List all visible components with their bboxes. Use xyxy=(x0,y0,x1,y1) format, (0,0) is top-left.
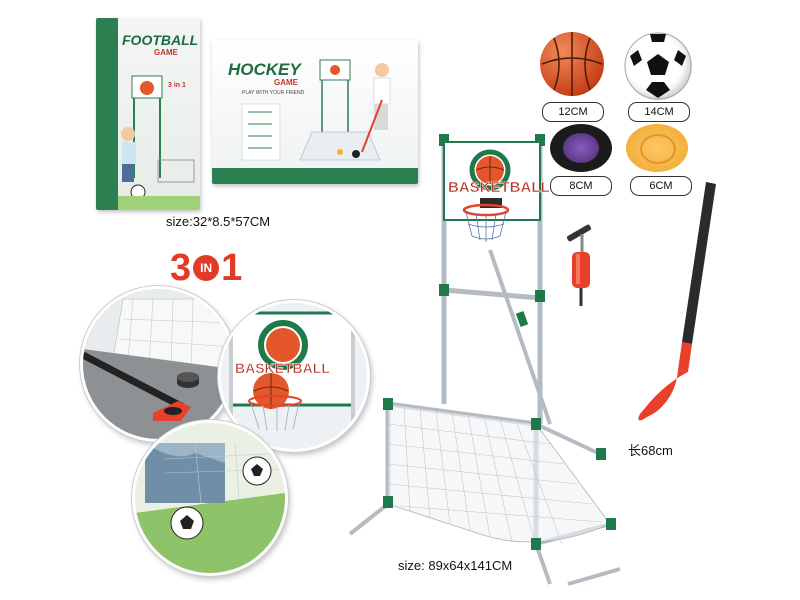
basketball-ball xyxy=(540,32,604,96)
football-title: FOOTBALL xyxy=(122,32,199,48)
backboard-title: BASKETBALL xyxy=(448,179,550,196)
puck-size-label: 8CM xyxy=(550,176,612,196)
hockey-package-illustration xyxy=(212,59,418,184)
hockey-title: HOCKEY xyxy=(228,60,301,79)
basketball-detail-illustration: BASKETBALL xyxy=(221,303,367,449)
hockey-puck-disc xyxy=(550,124,612,172)
football-subtitle: GAME xyxy=(154,48,178,57)
detail-backboard-text: BASKETBALL xyxy=(235,360,330,376)
package-side-panel xyxy=(96,18,118,210)
football-pattern xyxy=(624,32,692,100)
basketball-size-label: 12CM xyxy=(542,102,604,122)
set-size-text: size: 89x64x141CM xyxy=(398,558,513,573)
football-size-label: 14CM xyxy=(628,102,690,122)
hockey-detail-circle xyxy=(80,286,236,442)
headline-number-one: 1 xyxy=(221,246,243,289)
football-package-box: FOOTBALL GAME 3 in 1 xyxy=(96,18,200,210)
disc-inner-ring xyxy=(640,134,676,164)
football-detail-circle xyxy=(132,420,288,576)
three-in-one-headline: 3 IN 1 xyxy=(170,246,243,289)
assembled-goal-set: BASKETBALL xyxy=(348,134,621,586)
puck-center-logo xyxy=(563,133,599,163)
stick-length-text: 长68cm xyxy=(628,443,673,458)
headline-in-text: IN xyxy=(200,261,213,275)
air-pump xyxy=(566,224,592,306)
hockey-tagline: PLAY WITH YOUR FRIEND xyxy=(242,90,305,96)
football-ball xyxy=(624,32,692,100)
hockey-package-box: HOCKEY GAME PLAY WITH YOUR FRIEND xyxy=(212,40,418,184)
headline-number-three: 3 xyxy=(170,246,192,289)
package-illustration xyxy=(118,75,200,210)
frisbee-disc xyxy=(626,124,688,172)
headline-in-badge: IN xyxy=(193,255,220,281)
hockey-stick xyxy=(638,182,716,421)
hockey-detail-illustration xyxy=(83,289,233,439)
package-3in1-mini: 3 in 1 xyxy=(168,82,186,89)
hockey-subtitle: GAME xyxy=(274,78,298,87)
basketball-seams xyxy=(541,32,603,96)
box-size-text: size:32*8.5*57CM xyxy=(166,214,271,229)
disc-size-label: 6CM xyxy=(630,176,692,196)
football-detail-illustration xyxy=(135,423,285,573)
